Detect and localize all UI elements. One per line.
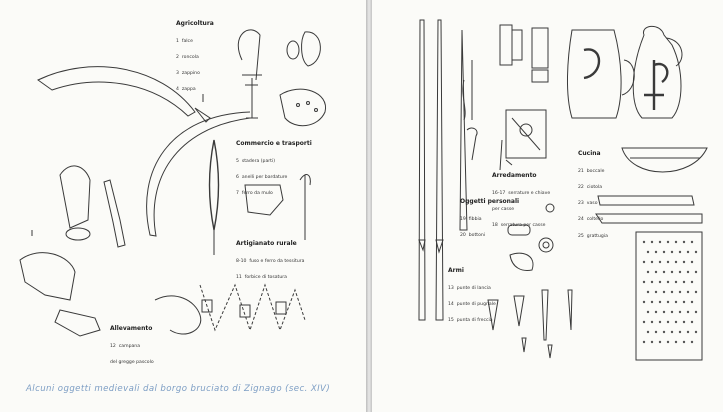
pruning-knife-drawing: [103, 179, 126, 248]
bowl-drawing: [621, 147, 708, 173]
list-item: 3 zappino: [176, 71, 200, 77]
section-title-cucina: Cucina: [578, 150, 601, 157]
list-item: 5 stadera (parti): [236, 158, 276, 164]
steelyard-drawing: [242, 74, 262, 119]
jug-drawing: [567, 29, 622, 119]
list-item: 15 punta di freccia: [448, 318, 493, 324]
list-item: 7 ferro da mulo: [236, 191, 273, 197]
tools-illustration: [19, 29, 326, 337]
list-arredamento: 16-17 serrature e chiave per casse 18 se…: [492, 180, 550, 239]
vase-drawing: [632, 25, 682, 119]
list-oggetti-personali: 19 fibbia 20 bottoni: [460, 206, 485, 249]
list-item: 19 fibbia: [460, 216, 482, 222]
section-title-armi: Armi: [448, 267, 464, 274]
horseshoe-drawing: [279, 88, 326, 127]
right-page: Arredamento 16-17 serrature e chiave per…: [372, 0, 723, 412]
list-item: 2 roncola: [176, 55, 199, 61]
section-title-oggetti-personali: Oggetti personali: [460, 198, 520, 205]
section-title-agricoltura: Agricoltura: [176, 20, 214, 27]
hoe-drawing: [59, 165, 91, 229]
button-drawing: [545, 203, 555, 213]
list-item: 20 bottoni: [460, 233, 486, 239]
list-item: 14 punte di pugnale: [448, 302, 496, 308]
list-cucina: 21 boccale 22 ciotola 23 vaso 24 coltell…: [578, 158, 608, 250]
bell-drawing: [154, 295, 202, 335]
lock-plate-drawing: [505, 109, 547, 159]
figure-caption: Alcuni oggetti medievali dal borgo bruci…: [26, 384, 331, 394]
list-item: 4 zappa: [176, 87, 196, 93]
list-item: 11 forbice di tosatura: [236, 275, 287, 281]
section-title-artigianato: Artigianato rurale: [236, 240, 297, 247]
section-title-allevamento: Allevamento: [110, 325, 153, 332]
list-agricoltura: 1 falce 2 roncola 3 zappino 4 zappa: [176, 28, 200, 104]
list-item: 18 serratura per casse: [492, 223, 546, 229]
list-item: 23 vaso: [578, 201, 598, 207]
shears-drawing: [244, 184, 284, 216]
sickle-drawing: [146, 111, 251, 237]
left-page: Agricoltura 1 falce 2 roncola 3 zappino …: [0, 0, 366, 412]
grater-holes-pattern: [642, 240, 698, 344]
book-gutter: [366, 0, 372, 412]
small-key-drawing: [466, 127, 478, 161]
list-item: per casse: [492, 207, 515, 213]
buckle-drawing: [507, 224, 531, 236]
axe-drawing: [19, 252, 76, 301]
knife-drawing: [597, 195, 695, 206]
list-item: 13 punte di lancia: [448, 285, 491, 291]
list-item: 12 campana: [110, 343, 141, 349]
arrowhead-drawing: [487, 299, 499, 331]
list-item: 8-10 fuso e ferro da tessitura: [236, 258, 305, 264]
grater-drawing: [635, 231, 703, 361]
list-item: 6 anelli per bardature: [236, 175, 288, 181]
spear-drawing: [418, 19, 426, 321]
list-armi: 13 punte di lancia 14 punte di pugnale 1…: [448, 275, 496, 334]
list-item: 21 boccale: [578, 168, 605, 174]
list-item: del gregge pascolo: [110, 360, 154, 366]
objects-illustration: [418, 19, 708, 361]
section-title-arredamento: Arredamento: [492, 172, 537, 179]
list-item: 25 grattugia: [578, 233, 608, 239]
list-item: 22 ciotola: [578, 185, 603, 191]
section-title-commercio: Commercio e trasporti: [236, 140, 312, 147]
scythe-drawing: [37, 66, 196, 117]
list-item: 1 falce: [176, 38, 193, 44]
list-item: 24 coltello: [578, 217, 604, 223]
list-item: 16-17 serrature e chiave: [492, 190, 551, 196]
key-drawing: [462, 60, 473, 121]
list-commercio: 5 stadera (parti) 6 anelli per bardature…: [236, 148, 287, 207]
spindle-drawing: [208, 139, 220, 231]
list-allevamento: 12 campana del gregge pascolo: [110, 333, 154, 376]
list-artigianato: 8-10 fuso e ferro da tessitura 11 forbic…: [236, 248, 304, 291]
hook-drawing: [237, 29, 261, 81]
